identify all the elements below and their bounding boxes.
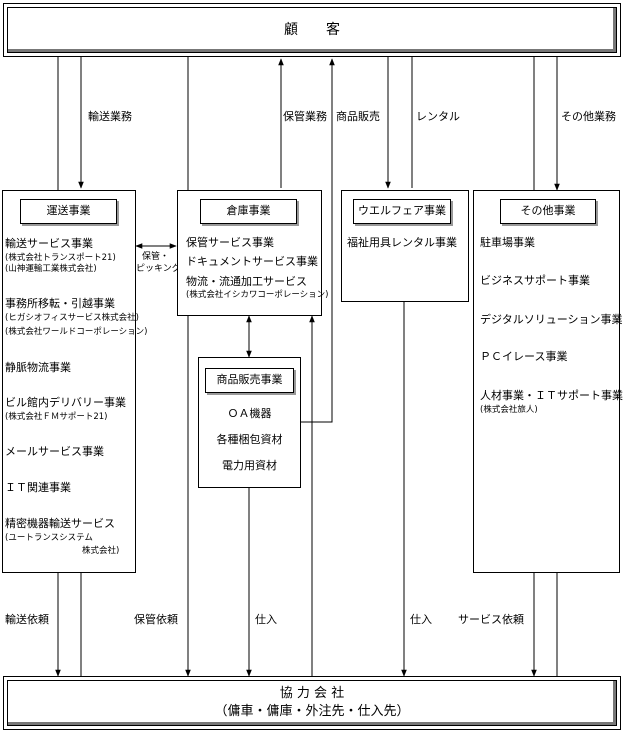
welfare-header: ウエルフェア事業: [353, 199, 451, 224]
transport-item-4a: (株式会社ＦＭサポート21): [5, 412, 108, 422]
hokan-picking-label-2: ピッキング: [136, 264, 181, 274]
warehouse-item-3a: (株式会社イシカワコーポレーション): [186, 290, 329, 300]
transport-box: [2, 190, 136, 573]
warehouse-header: 倉庫事業: [200, 199, 297, 224]
transport-item-2a: (ヒガシオフィスサービス株式会社): [5, 313, 139, 323]
storage-work-label: 保管業務: [283, 110, 327, 123]
warehouse-item-3: 物流・流通加工サービス: [186, 275, 307, 288]
product-sales-arrow: [301, 58, 335, 423]
transport-item-6: ＩＴ関連事業: [5, 481, 71, 494]
transport-item-1: 輸送サービス事業: [5, 237, 93, 250]
sales-item-3: 電力用資材: [222, 459, 277, 472]
sales-header: 商品販売事業: [205, 368, 294, 393]
transport-request-label: 輸送依頼: [5, 613, 49, 626]
other-item-2: ビジネスサポート事業: [480, 274, 590, 287]
customer-bar-inner: [7, 7, 617, 53]
product-sales-label: 商品販売: [336, 110, 380, 123]
partner-title: 協 力 会 社: [279, 686, 345, 701]
transport-item-7a: (ユートランスシステム: [5, 533, 93, 543]
other-item-4: ＰＣイレース事業: [480, 350, 568, 363]
transport-item-3: 静脈物流事業: [5, 361, 71, 374]
other-item-5a: (株式会社旅人): [480, 405, 538, 415]
other-item-3: デジタルソリューション事業: [480, 313, 623, 326]
transport-item-1b: (山神運輸工業株式会社): [5, 264, 97, 274]
rental-label: レンタル: [416, 110, 460, 123]
other-item-1: 駐車場事業: [480, 236, 535, 249]
storage-request-label: 保管依頼: [134, 613, 178, 626]
other-work-label: その他業務: [561, 110, 616, 123]
customer-label: 顧 客: [284, 22, 340, 38]
sales-item-2: 各種梱包資材: [216, 433, 283, 446]
transport-item-2: 事務所移転・引越事業: [5, 297, 115, 310]
transport-work-label: 輸送業務: [88, 110, 132, 123]
transport-item-4: ビル館内デリバリー事業: [5, 396, 126, 409]
other-header: その他事業: [500, 199, 596, 224]
transport-item-1a: (株式会社トランスポート21): [5, 253, 116, 263]
sales-item-1: ＯＡ機器: [227, 407, 272, 420]
welfare-item-1: 福祉用具レンタル事業: [347, 236, 457, 249]
other-box: [473, 190, 620, 573]
other-item-5: 人材事業・ＩＴサポート事業: [480, 389, 623, 402]
transport-item-7b: 株式会社): [82, 546, 120, 556]
hokan-picking-label-1: 保管・: [142, 252, 170, 262]
transport-item-2b: (株式会社ワールドコーポレーション): [5, 327, 148, 337]
partner-subtitle: （傭車・傭庫・外注先・仕入先）: [214, 704, 410, 719]
service-request-label: サービス依頼: [458, 613, 524, 626]
transport-item-7: 精密機器輸送サービス: [5, 517, 115, 530]
warehouse-item-1: 保管サービス事業: [186, 236, 274, 249]
warehouse-item-2: ドキュメントサービス事業: [186, 255, 318, 268]
sales-purchase-label: 仕入: [255, 613, 277, 626]
transport-item-5: メールサービス事業: [5, 445, 104, 458]
partner-bar-inner: [7, 680, 617, 726]
transport-header: 運送事業: [20, 199, 117, 224]
welfare-purchase-label: 仕入: [410, 613, 432, 626]
